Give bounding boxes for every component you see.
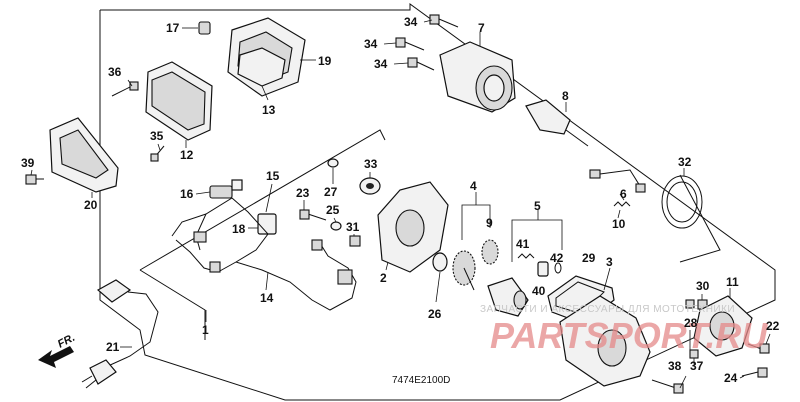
callout-10: 10 <box>612 217 626 231</box>
part-42-clip <box>537 261 562 277</box>
callout-13: 13 <box>262 103 276 117</box>
callout-22: 22 <box>766 319 780 333</box>
part-2-gear-cover <box>377 181 449 273</box>
part-25-washer <box>330 221 342 231</box>
callout-34-top: 34 <box>404 15 418 29</box>
callout-7: 7 <box>478 21 485 35</box>
diagram-code: 7474E2100D <box>392 375 450 386</box>
callout-25: 25 <box>326 203 340 217</box>
part-34-bolts <box>395 14 459 71</box>
lower-group-boundary <box>139 269 206 340</box>
part-27-washer <box>327 158 339 168</box>
callout-34-bottom: 34 <box>374 57 388 71</box>
part-33-bearing <box>359 177 381 195</box>
callout-9: 9 <box>486 216 493 230</box>
callout-leaders <box>30 19 771 389</box>
callout-41: 41 <box>516 237 530 251</box>
callout-15: 15 <box>266 169 280 183</box>
callout-19: 19 <box>318 54 332 68</box>
callout-30: 30 <box>696 279 710 293</box>
callout-35: 35 <box>150 129 164 143</box>
front-direction-label: FR. <box>56 332 77 351</box>
callout-17: 17 <box>166 21 180 35</box>
front-direction-arrow-icon <box>38 346 74 368</box>
callout-32: 32 <box>678 155 692 169</box>
part-3-housing <box>559 267 651 387</box>
part-35-bolt <box>150 145 165 162</box>
part-4-gear <box>452 192 491 291</box>
part-16-connector <box>209 179 243 199</box>
callout-33: 33 <box>364 157 378 171</box>
part-36-bolt <box>111 81 139 97</box>
part-9-gear <box>481 239 499 265</box>
callout-27: 27 <box>324 185 338 199</box>
part-23-bolt <box>299 209 327 221</box>
part-13-holder <box>237 47 286 101</box>
part-10-spring <box>613 201 631 207</box>
part-5-group-bracket <box>511 219 563 262</box>
part-20-bracket <box>49 117 119 198</box>
watermark-caption: ЗАПЧАСТИ И АКСЕССУАРЫ ДЛЯ МОТОТЕХНИКИ <box>480 304 735 315</box>
part-6-cable <box>589 169 646 193</box>
callout-23: 23 <box>296 186 310 200</box>
callout-39: 39 <box>21 156 35 170</box>
callout-12: 12 <box>180 148 194 162</box>
assembly-boundary <box>99 3 776 401</box>
callout-28: 28 <box>684 316 698 330</box>
part-38-bolt <box>651 379 684 394</box>
callout-14: 14 <box>260 291 274 305</box>
part-17-bolt <box>182 21 211 35</box>
part-18-relay <box>248 213 277 235</box>
part-8-armature <box>525 99 589 147</box>
callout-4: 4 <box>470 179 477 193</box>
part-14-harness <box>171 183 357 311</box>
callout-16: 16 <box>180 187 194 201</box>
part-7-motor-case <box>439 32 516 113</box>
motor-group-boundary <box>679 174 721 263</box>
callout-8: 8 <box>562 89 569 103</box>
part-39-bolt <box>25 174 44 185</box>
callout-11: 11 <box>726 275 739 289</box>
part-26-washer <box>432 252 448 303</box>
callout-38: 38 <box>668 359 682 373</box>
callout-40: 40 <box>532 284 546 298</box>
callout-26: 26 <box>428 307 442 321</box>
part-32-o-ring <box>661 168 703 229</box>
part-40-shaft <box>487 277 529 317</box>
watermark-logo: PARTSPORT.RU <box>490 315 768 356</box>
part-11-cover-plate <box>693 288 753 357</box>
callout-5: 5 <box>534 199 541 213</box>
callout-29: 29 <box>582 251 596 265</box>
part-31-nut <box>349 235 361 247</box>
callout-2: 2 <box>380 271 387 285</box>
callout-labels: 17 19 13 36 12 35 39 20 34 34 34 7 8 32 … <box>21 15 780 385</box>
callout-24: 24 <box>724 371 738 385</box>
inner-group-boundary <box>139 129 386 271</box>
callout-20: 20 <box>84 198 98 212</box>
callout-6: 6 <box>620 187 627 201</box>
callout-3: 3 <box>606 255 613 269</box>
part-22-bolt <box>747 343 770 354</box>
callout-21: 21 <box>106 340 120 354</box>
callout-42: 42 <box>550 251 564 265</box>
callout-1: 1 <box>202 323 209 337</box>
callout-18: 18 <box>232 222 246 236</box>
callout-31: 31 <box>346 220 360 234</box>
part-21-cord <box>81 279 159 389</box>
part-24-bolt <box>741 367 768 378</box>
part-41-spring <box>517 253 535 259</box>
callout-36: 36 <box>108 65 122 79</box>
part-12-control-unit <box>145 61 213 148</box>
callout-34-middle: 34 <box>364 37 378 51</box>
callout-37: 37 <box>690 359 704 373</box>
part-28-bolt <box>685 299 695 309</box>
